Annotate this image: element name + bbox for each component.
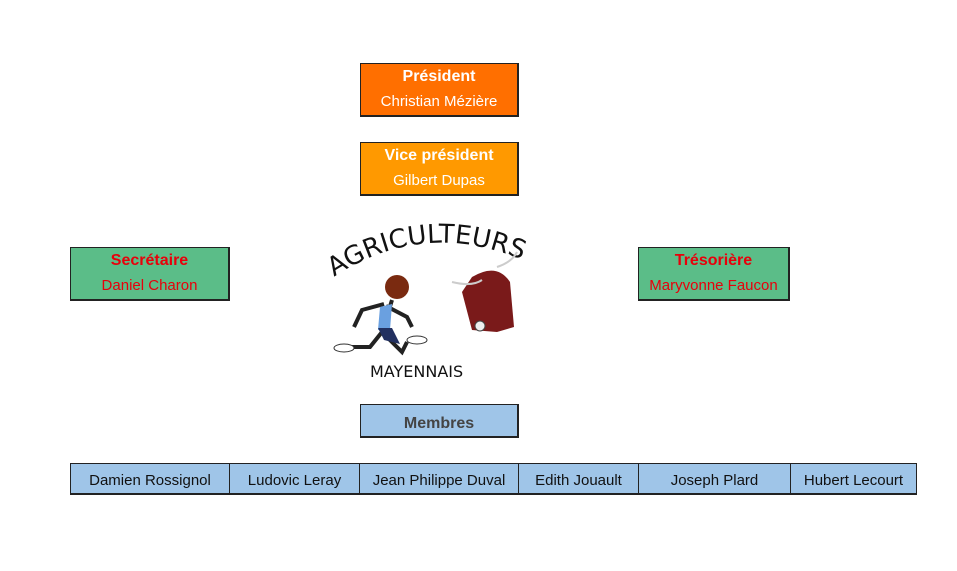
secretary-title: Secrétaire (110, 252, 189, 269)
member-cell: Damien Rossignol (71, 464, 230, 493)
vice-president-name: Gilbert Dupas (393, 172, 485, 189)
member-cell: Edith Jouault (519, 464, 639, 493)
treasurer-title: Trésorière (674, 252, 753, 269)
runner-icon (333, 275, 428, 356)
president-box: Président Christian Mézière (360, 63, 519, 117)
logo-bottom-text: MAYENNAIS (370, 362, 463, 381)
member-cell: Hubert Lecourt (803, 472, 904, 489)
member-cell: Ludovic Leray (230, 464, 360, 493)
members-box: Membres (360, 404, 519, 438)
bull-icon (451, 251, 518, 332)
treasurer-box: Trésorière Maryvonne Faucon (638, 247, 790, 301)
member-cell: Joseph Plard (639, 464, 791, 493)
president-title: Président (402, 68, 476, 85)
vice-president-title: Vice président (384, 147, 494, 164)
vice-president-box: Vice président Gilbert Dupas (360, 142, 519, 196)
secretary-name: Daniel Charon (101, 277, 198, 294)
president-name: Christian Mézière (380, 93, 498, 110)
members-list: Damien Rossignol Ludovic Leray Jean Phil… (70, 463, 917, 495)
secretary-box: Secrétaire Daniel Charon (70, 247, 230, 301)
members-title: Membres (403, 415, 475, 432)
member-cell: Jean Philippe Duval (360, 464, 519, 493)
treasurer-name: Maryvonne Faucon (649, 277, 778, 294)
agriculteurs-mayennais-logo: AGRICULTEURS MAYENNAIS (322, 222, 530, 381)
